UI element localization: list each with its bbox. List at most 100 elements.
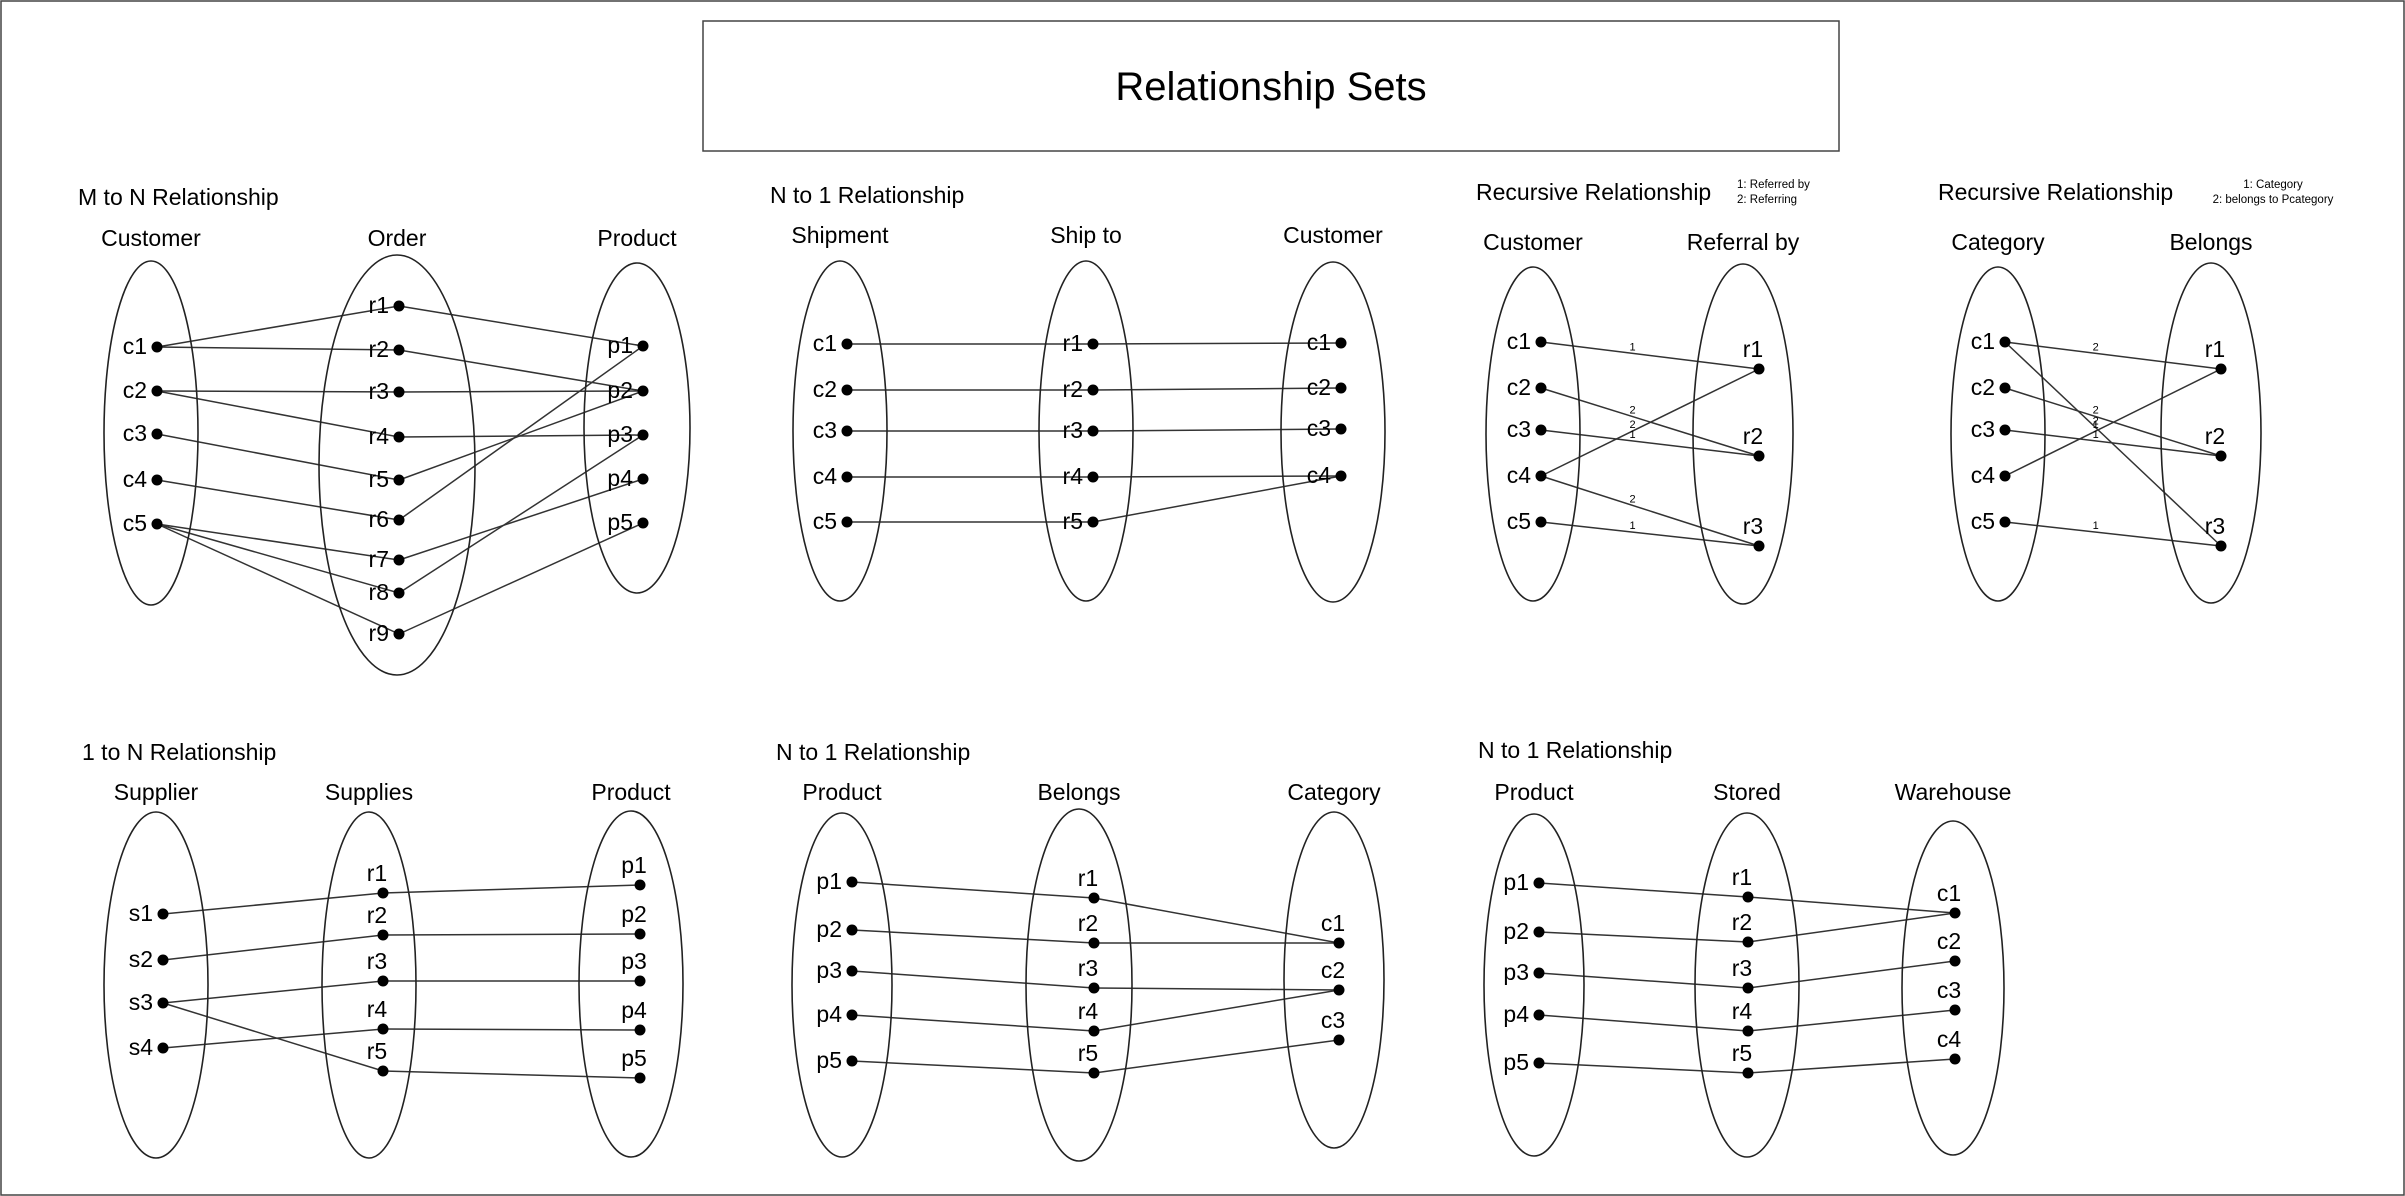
element-dot: [637, 385, 649, 397]
relationship-link: [398, 349, 644, 392]
relationship-link: [1092, 428, 1342, 432]
element-dot: [1333, 1034, 1345, 1046]
element-dot: [393, 628, 405, 640]
relationship-link: [382, 1070, 641, 1079]
element-label: c1: [1937, 880, 1961, 906]
link-group: [851, 881, 1340, 1074]
element-label: c1: [813, 330, 837, 356]
element-dot: [1999, 470, 2011, 482]
element-dot: [151, 474, 163, 486]
link-group: [162, 884, 641, 1079]
relationship-link: [1538, 1014, 1749, 1032]
element-label: r3: [1078, 955, 1098, 981]
relationship-link: [851, 881, 1095, 899]
element-dot: [157, 1042, 169, 1054]
element-dot: [377, 929, 389, 941]
element-label: c1: [123, 333, 147, 359]
column-label: Ship to: [1050, 222, 1122, 248]
element-label: c4: [1307, 462, 1332, 488]
element-label: r4: [369, 423, 390, 449]
diagram-heading: 1 to N Relationship: [82, 739, 276, 765]
relationship-link: [1747, 1058, 1956, 1074]
element-label: p3: [607, 421, 633, 447]
element-label: r1: [1743, 336, 1763, 362]
element-dot: [637, 340, 649, 352]
element-label: r2: [369, 336, 389, 362]
element-label: c4: [1971, 462, 1996, 488]
element-label: c3: [1971, 416, 1995, 442]
entity-set-ellipse: [792, 260, 888, 602]
entity-set-ellipse: [583, 262, 691, 594]
link-role-label: 1: [2093, 429, 2099, 441]
relationship-link: [1093, 987, 1340, 991]
page-title: Relationship Sets: [1115, 65, 1426, 109]
element-dot: [1088, 1067, 1100, 1079]
element-label: p1: [1503, 869, 1529, 895]
relationship-link: [156, 433, 400, 481]
element-dot: [157, 908, 169, 920]
element-label: r8: [369, 579, 389, 605]
element-dot: [377, 1065, 389, 1077]
element-label: p5: [621, 1045, 647, 1071]
relationship-link: [156, 390, 400, 438]
element-dot: [634, 1072, 646, 1084]
diagram-heading: N to 1 Relationship: [770, 182, 964, 208]
relationship-link: [2004, 368, 2222, 477]
element-label: c2: [1507, 374, 1531, 400]
element-dot: [1087, 471, 1099, 483]
element-label: c2: [813, 376, 837, 402]
column-label: Category: [1951, 229, 2045, 255]
relationship-link: [382, 1028, 641, 1031]
element-dot: [1088, 937, 1100, 949]
element-label: p5: [607, 509, 633, 535]
element-dot: [1535, 424, 1547, 436]
relationship-link: [1093, 897, 1340, 944]
element-dot: [634, 928, 646, 940]
relationship-link: [1540, 387, 1760, 457]
relationship-link: [162, 892, 384, 915]
element-dot: [846, 876, 858, 888]
element-dot: [393, 587, 405, 599]
element-label: r3: [1743, 513, 1763, 539]
element-label: r4: [1078, 998, 1099, 1024]
link-role-label: 2: [1629, 493, 1635, 505]
element-label: p2: [1503, 918, 1529, 944]
link-group: [1538, 882, 1956, 1074]
element-dot: [1753, 540, 1765, 552]
column-label: Supplies: [325, 779, 413, 805]
column-label: Product: [591, 779, 671, 805]
element-label: c2: [123, 377, 147, 403]
element-dot: [151, 341, 163, 353]
column-label: Customer: [101, 225, 201, 251]
element-dot: [841, 471, 853, 483]
element-label: c2: [1321, 957, 1345, 983]
element-label: p3: [621, 948, 647, 974]
column-label: Supplier: [114, 779, 199, 805]
relationship-link: [851, 970, 1095, 989]
relationship-link: [1092, 342, 1342, 345]
element-label: r3: [2205, 513, 2225, 539]
relationship-link: [1093, 1039, 1340, 1074]
element-dot: [1949, 955, 1961, 967]
column-label: Order: [368, 225, 427, 251]
element-dot: [1999, 424, 2011, 436]
element-dot: [2215, 450, 2227, 462]
relationship-link: [1747, 1009, 1956, 1032]
element-label: r1: [1078, 865, 1098, 891]
diagram-heading: Recursive Relationship: [1476, 179, 1711, 205]
relationship-link: [1747, 912, 1956, 943]
relationship-link: [156, 523, 400, 594]
element-label: c2: [1971, 374, 1995, 400]
element-dot: [151, 385, 163, 397]
element-dot: [1533, 926, 1545, 938]
element-label: c5: [1971, 508, 1995, 534]
relationship-link: [851, 1060, 1095, 1074]
element-dot: [1088, 1025, 1100, 1037]
element-dot: [1535, 382, 1547, 394]
relationship-link: [1747, 960, 1956, 989]
element-dot: [1742, 982, 1754, 994]
element-label: r1: [367, 860, 387, 886]
element-dot: [377, 1023, 389, 1035]
